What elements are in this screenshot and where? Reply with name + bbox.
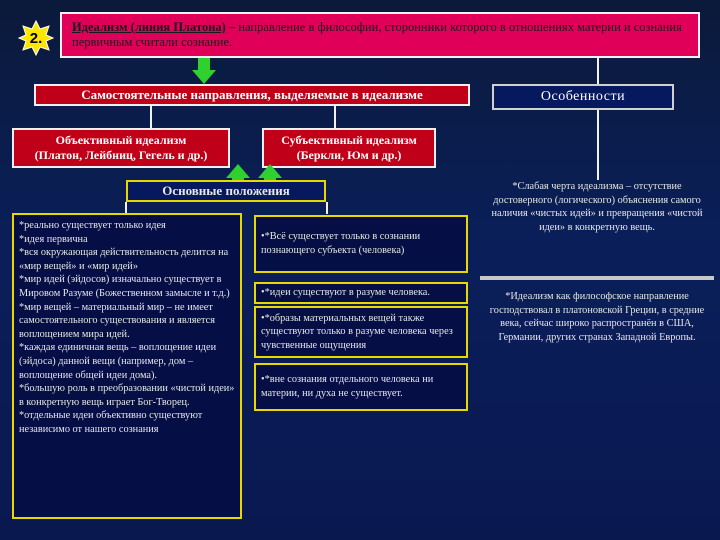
main-points-title: Основные положения xyxy=(126,180,326,202)
subjective-point-3: •*образы материальных вещей также сущест… xyxy=(254,306,468,358)
list-item: *реально существует только идея xyxy=(19,220,166,231)
definition-header: Идеализм (линия Платона) – направление в… xyxy=(60,12,700,58)
list-item: *вся окружающая действительность делится… xyxy=(19,247,229,272)
feature-item: *Идеализм как философское направление го… xyxy=(489,291,705,343)
connector-line xyxy=(597,58,599,84)
connector-line xyxy=(125,202,127,214)
objective-authors: (Платон, Лейбниц, Гегель и др.) xyxy=(34,148,208,162)
up-arrow-icon xyxy=(226,164,250,178)
list-item: *каждая единичная вещь – воплощение идеи… xyxy=(19,342,217,381)
objective-title: Объективный идеализм xyxy=(55,133,187,147)
subjective-title: Субъективный идеализм xyxy=(281,133,417,147)
subjective-authors: (Беркли, Юм и др.) xyxy=(296,148,402,162)
list-item: *идея первична xyxy=(19,233,88,245)
objective-points-list: *реально существует только идея *идея пе… xyxy=(12,213,242,519)
up-arrow-icon xyxy=(258,164,282,178)
subjective-point-1: •*Всё существует только в сознании позна… xyxy=(254,215,468,273)
down-arrow-icon xyxy=(192,70,216,84)
list-item: *мир вещей – материальный мир – не имеет… xyxy=(19,301,215,340)
list-item: *отдельные идеи объективно существуют не… xyxy=(19,410,203,435)
list-item: *мир идей (эйдосов) изначально существуе… xyxy=(19,274,230,299)
arrow-stem xyxy=(198,58,210,70)
list-item: *большую роль в преобразовании «чистой и… xyxy=(19,383,235,408)
connector-line xyxy=(326,202,328,214)
term-title: Идеализм (линия Платона) xyxy=(72,20,226,34)
subjective-idealism-box: Субъективный идеализм (Беркли, Юм и др.) xyxy=(262,128,436,168)
subjective-point-2: •*идеи существуют в разуме человека. xyxy=(254,282,468,304)
directions-title: Самостоятельные направления, выделяемые … xyxy=(34,84,470,106)
connector-line xyxy=(150,106,152,128)
objective-idealism-box: Объективный идеализм (Платон, Лейбниц, Г… xyxy=(12,128,230,168)
divider xyxy=(480,276,714,280)
slide-number: 2. xyxy=(29,29,43,47)
star-badge-icon: 2. xyxy=(17,19,55,57)
subjective-point-4: •*вне сознания отдельного человека ни ма… xyxy=(254,363,468,411)
connector-line xyxy=(597,110,599,180)
term-definition: – направление в философии, сторонники ко… xyxy=(72,20,682,49)
features-title: Особенности xyxy=(492,84,674,110)
feature-item: *Слабая черта идеализма – отсутствие дос… xyxy=(491,181,703,233)
connector-line xyxy=(334,106,336,128)
